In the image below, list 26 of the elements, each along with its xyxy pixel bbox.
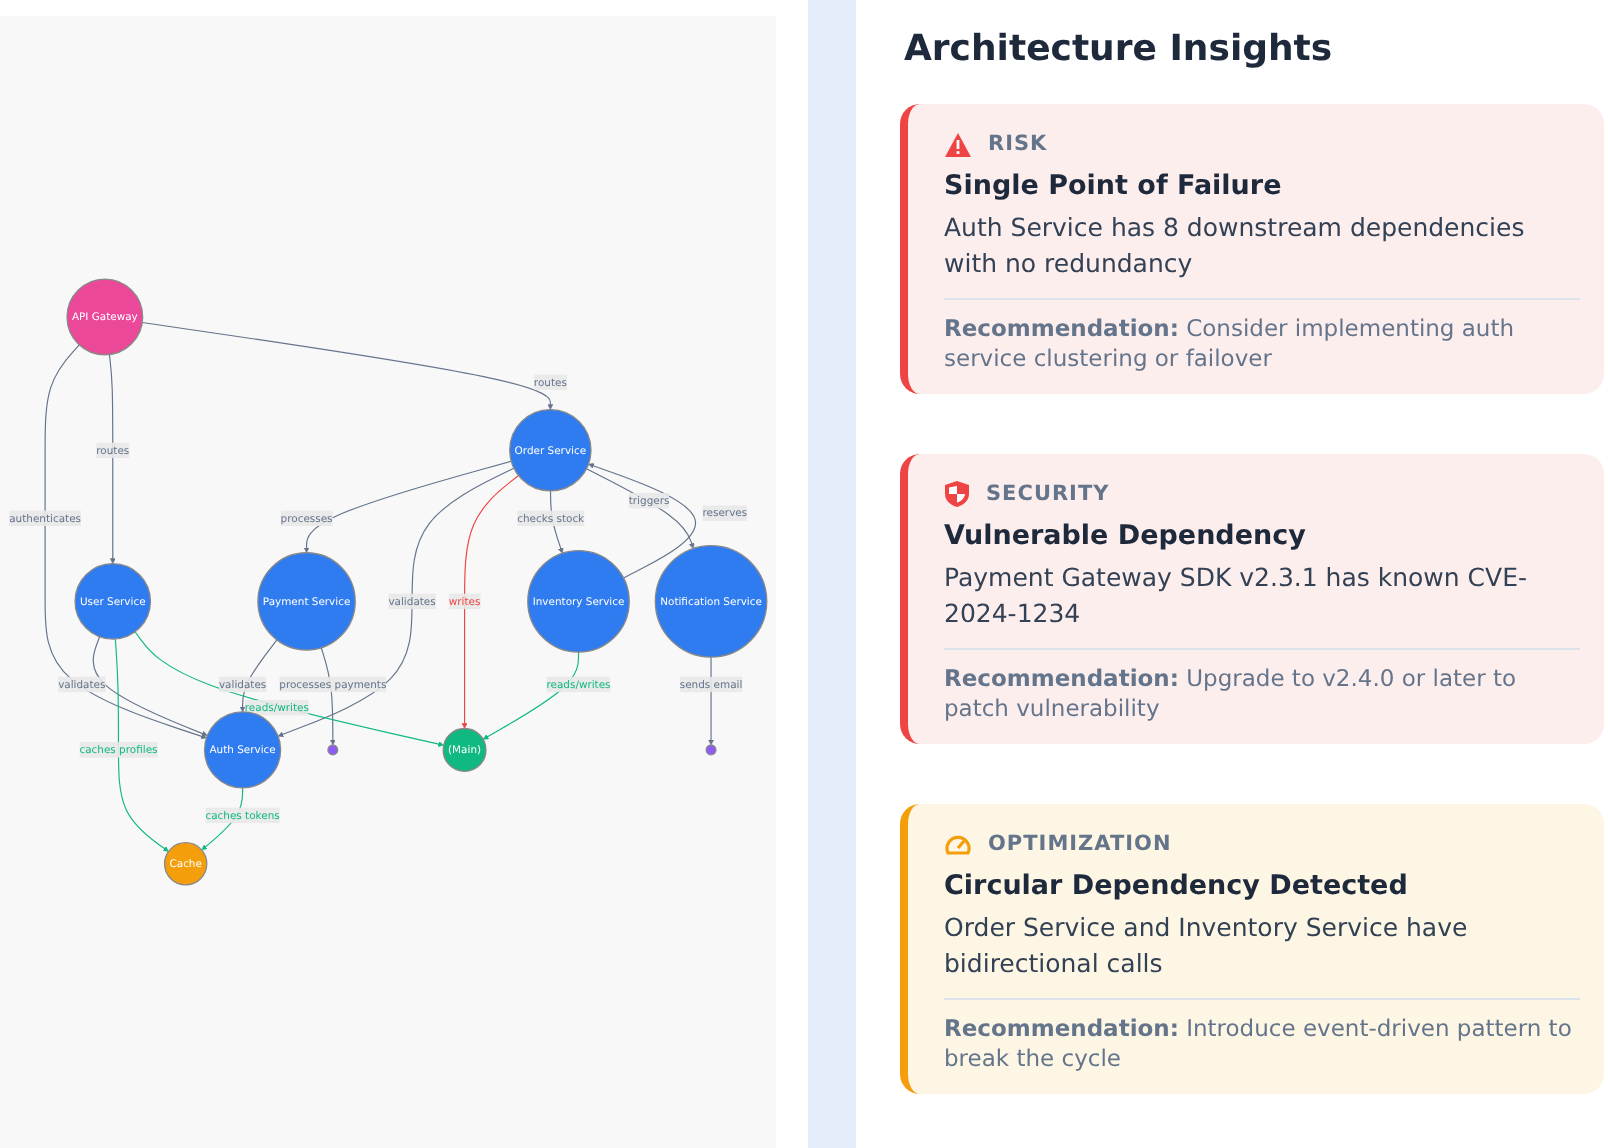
arrow — [141, 321, 554, 410]
arrow — [303, 460, 512, 553]
node-circle — [327, 744, 339, 756]
card-text: Payment Gateway SDK v2.3.1 has known CVE-2024-1234 — [944, 560, 1529, 632]
arrow — [461, 474, 520, 729]
arrow — [108, 353, 116, 564]
recommendation-text: Recommendation: Upgrade to v2.4.0 or later to patch vulnerability — [944, 664, 1519, 724]
arrow — [277, 467, 515, 737]
arrow — [114, 638, 169, 852]
category-tag: RISK — [988, 132, 1048, 156]
category-tag: OPTIMIZATION — [988, 832, 1172, 856]
card-text: Auth Service has 8 downstream dependencies with no redundancy — [944, 210, 1527, 282]
recommendation-text: Recommendation: Introduce event-driven pattern to break the cycle — [944, 1014, 1574, 1074]
arrow — [588, 463, 697, 579]
card-text: Order Service and Inventory Service have bidirectional calls — [944, 910, 1470, 982]
arrow — [585, 468, 695, 549]
arrow — [239, 639, 278, 713]
recommendation-text: Recommendation: Consider implementing auth service clustering or failover — [944, 314, 1517, 374]
arrow — [44, 344, 207, 739]
card-title: Vulnerable Dependency — [944, 520, 1306, 552]
card-title: Circular Dependency Detected — [944, 870, 1408, 902]
card-title: Single Point of Failure — [944, 170, 1282, 202]
node-circle — [705, 744, 717, 756]
arrow — [92, 636, 208, 737]
panel-title: Architecture Insights — [904, 28, 1333, 70]
category-tag: SECURITY — [986, 482, 1110, 506]
